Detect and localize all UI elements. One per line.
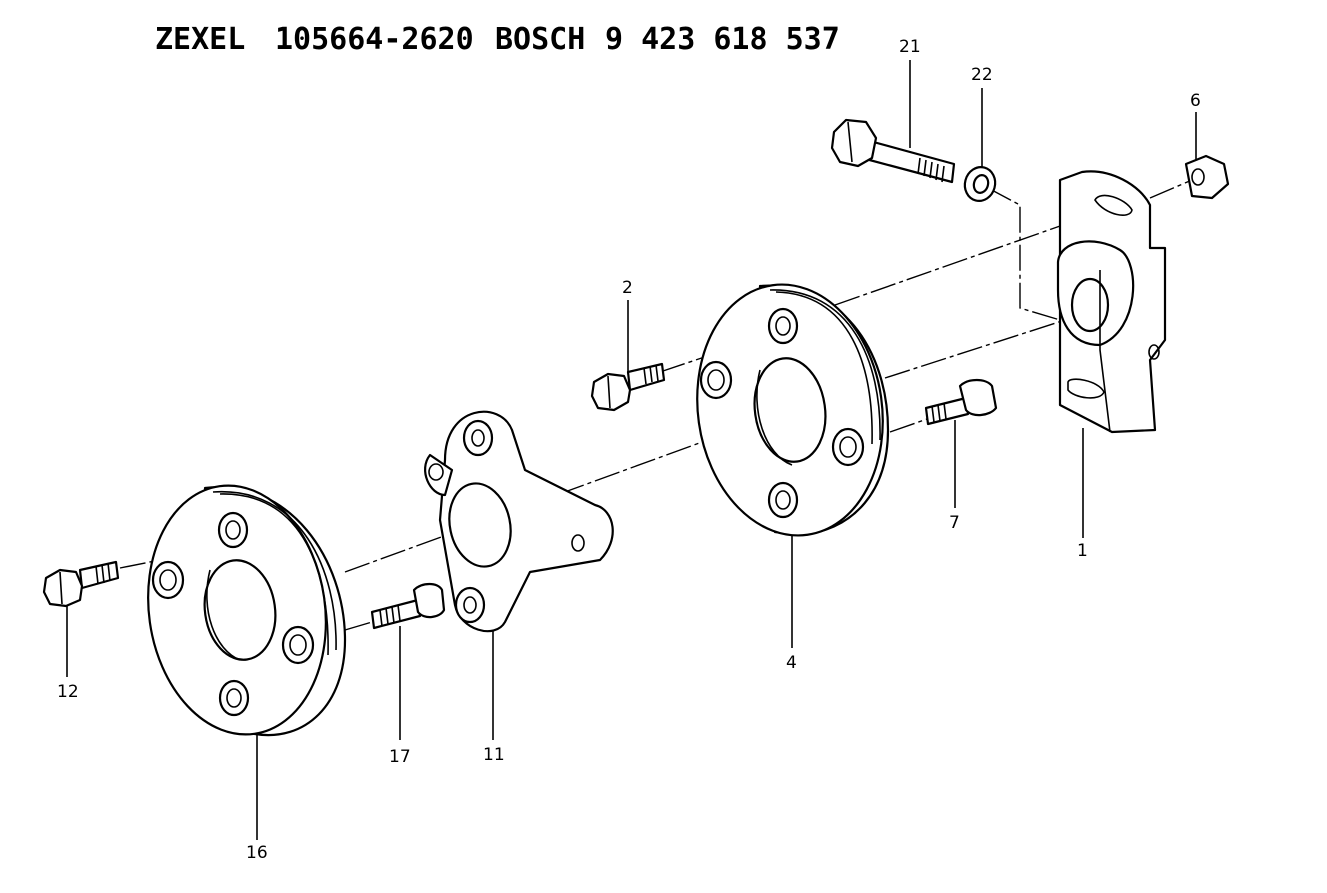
disc16-groove-1 [212,491,337,651]
part-11-flange [424,410,614,633]
part-16-coupling-disc [147,484,347,737]
bolt21-axis [987,187,1061,321]
callout-4: 4 [786,653,797,673]
disc16-hole-top [217,511,249,549]
maker-text: ZEXEL [155,22,245,57]
leader-lines [66,60,1197,840]
part-number-text: 105664-2620 [275,22,474,57]
disc4-groove-1 [769,289,881,441]
bolt2-shank [626,362,666,392]
bracket1-bore [1070,277,1110,333]
screw17-head [412,582,446,619]
flange11-hole-right [571,534,585,552]
bracket1-side-hole [1148,344,1160,360]
callout-1: 1 [1077,541,1088,561]
screw17-shank [370,598,422,630]
brand-text: BOSCH [495,22,585,57]
callout-16: 16 [246,843,268,863]
brand-number-text: 9 423 618 537 [605,22,840,57]
disc16-bore-depth [206,569,241,661]
screw17-axis [344,621,373,631]
nut6-body [1184,154,1230,200]
disc4-bore-depth [756,369,793,466]
flange11-bore [448,482,512,568]
main-axis-line-right [884,311,1091,379]
callout-7: 7 [949,513,960,533]
disc4-hole-bottom [767,481,799,519]
callout-2: 2 [622,278,633,298]
part-6-nut [1184,154,1230,200]
nut6-hole [1191,168,1205,186]
disc4-groove-2 [775,291,873,445]
part-12-hex-bolt [42,560,120,608]
screw17-thread [379,604,401,627]
part-1-bracket [1056,170,1167,434]
callout-6: 6 [1190,91,1201,111]
disc16-groove-2 [219,493,329,656]
disc4-hole-right [831,427,865,467]
screw7-thread [931,402,947,423]
washer22-inner [972,174,990,194]
disc4-hole-top [767,307,799,345]
flange11-body [438,410,614,633]
disc16-bore [203,559,277,661]
callout-12: 12 [57,682,79,702]
bracket1-lower-slot [1067,378,1105,399]
callout-labels: 1 2 4 6 7 11 12 16 17 21 22 [57,37,1201,863]
upper-axis-line [834,211,1101,306]
part-22-washer [963,166,997,202]
part-21-long-bolt [830,118,956,184]
diagram-header: ZEXEL 105664-2620 BOSCH 9 423 618 537 [155,22,840,57]
screw7-shank [924,396,970,426]
disc4-hole-left [699,360,733,400]
disc16-hole-right [281,625,315,665]
bracket1-upper-slot [1094,194,1133,216]
bolt21-head [830,118,878,168]
part-17-screw [370,582,446,630]
callout-21: 21 [899,37,921,57]
disc4-bore [753,357,827,463]
nut6-axis [1149,179,1193,199]
bolt21-shank [860,138,956,184]
bolt12-shank [78,560,120,590]
screw7-head [958,378,998,417]
disc16-hole-bottom [218,679,250,717]
flange11-hole-bottom [454,586,486,624]
part-7-screw [924,378,998,426]
bolt21-thread [917,157,945,183]
flange11-hole-top [462,419,494,457]
screw7-axis [889,417,931,433]
callout-17: 17 [389,747,411,767]
bolt2-thread [643,364,659,385]
callout-22: 22 [971,65,993,85]
bracket1-split-line [1099,270,1111,433]
part-4-coupling-disc [696,283,890,537]
callout-11: 11 [483,745,505,765]
part-2-hex-bolt [590,362,666,412]
bolt12-head [42,568,84,608]
bolt12-thread [95,562,111,585]
bolt2-head [590,372,632,412]
disc16-hole-left [151,560,185,600]
